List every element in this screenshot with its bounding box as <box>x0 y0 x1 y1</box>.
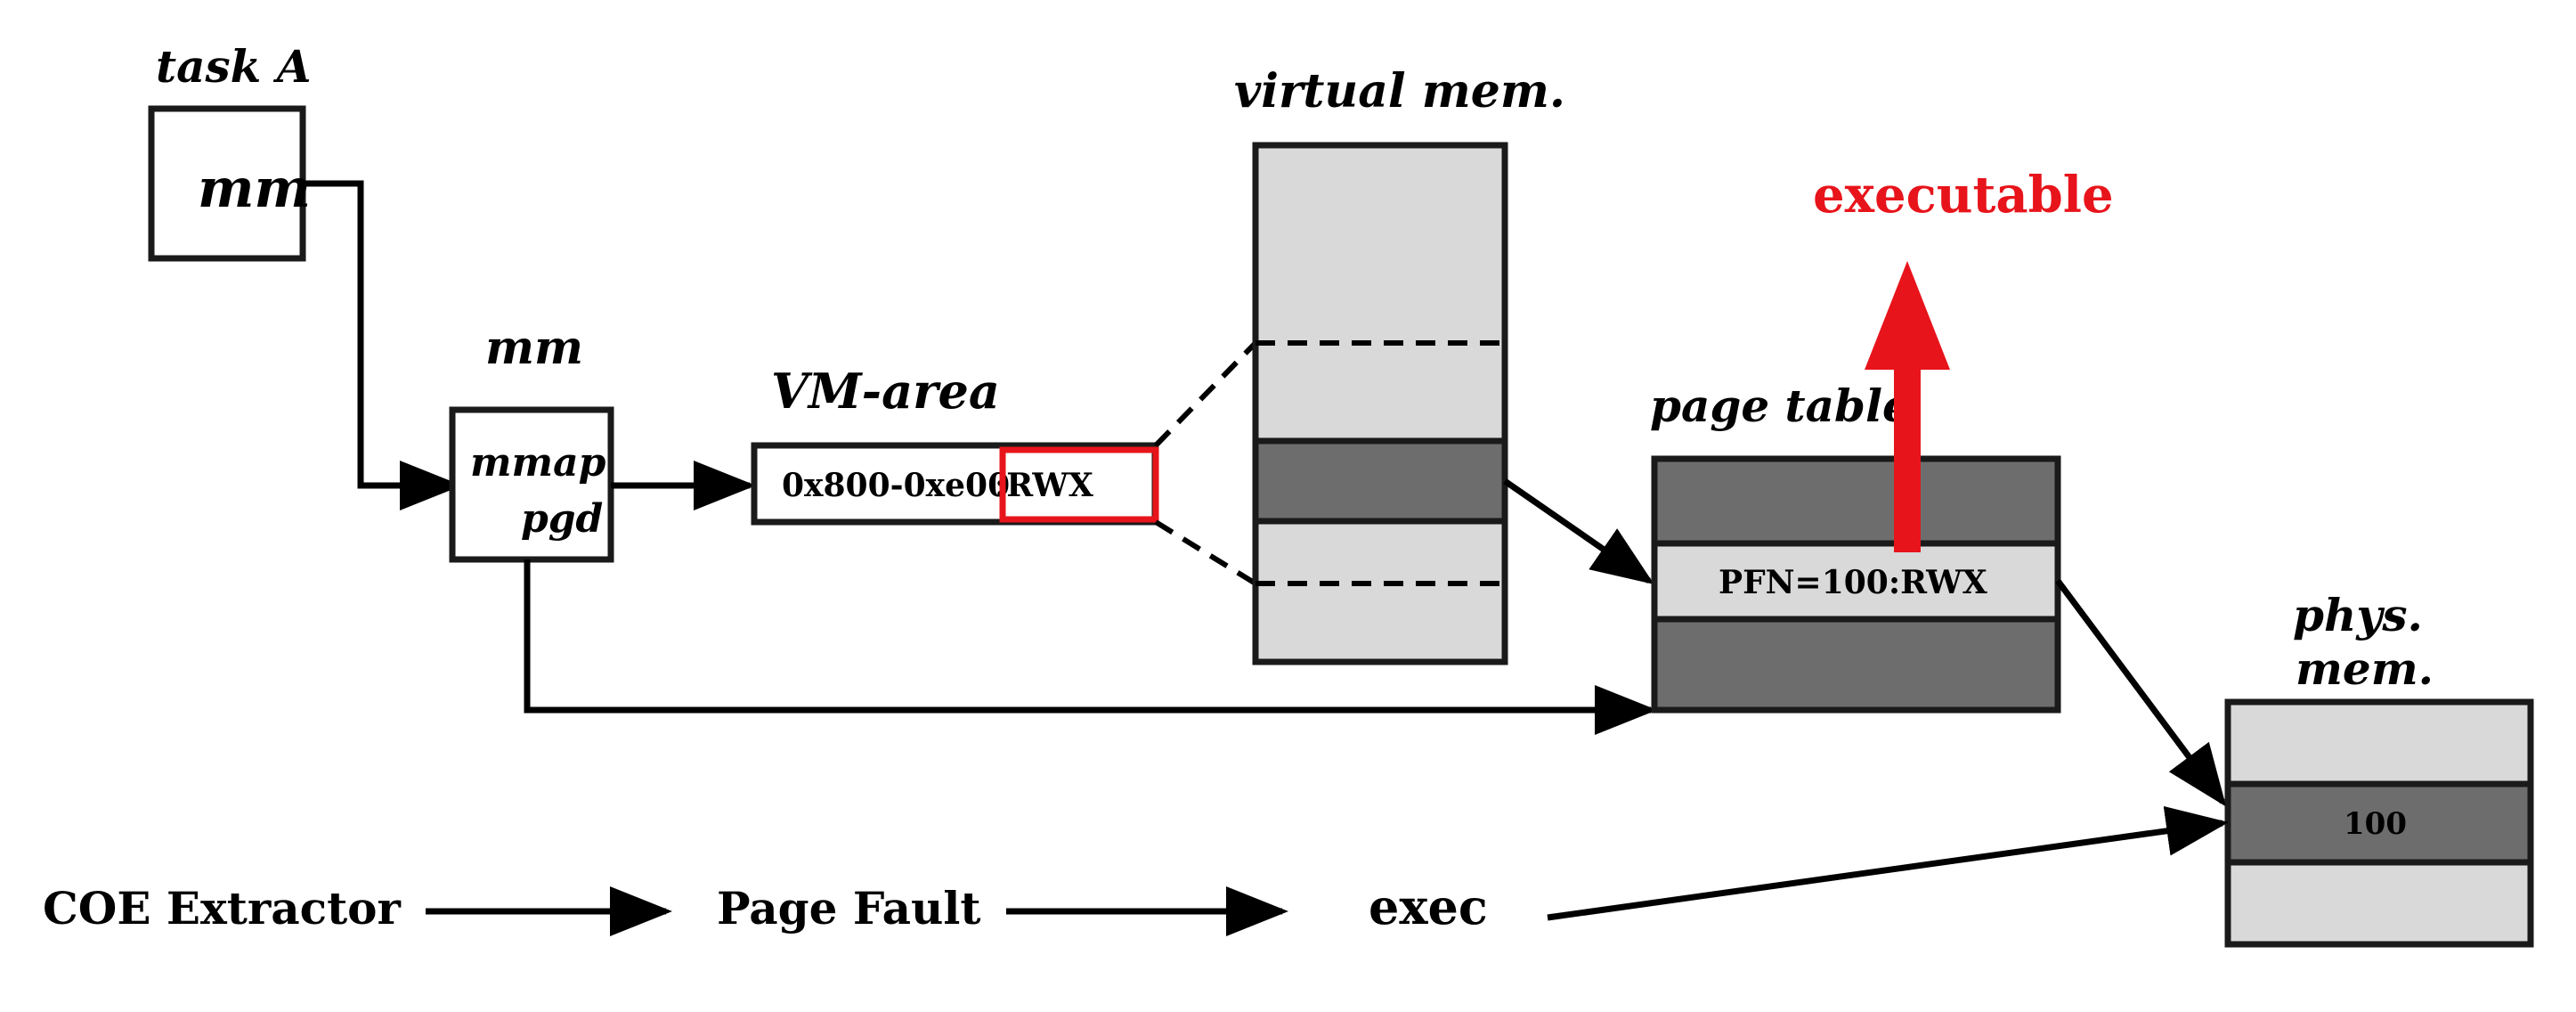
executable-arrow-head <box>1865 261 1950 370</box>
task-to-mm-connector <box>303 180 462 510</box>
mm-pgd-field: pgd <box>521 496 603 542</box>
virtual-mem-label: virtual mem. <box>1234 64 1565 118</box>
pte-to-frame-arrow <box>2055 578 2227 807</box>
vm-area-box <box>751 442 1158 526</box>
mm-struct-label: mm <box>485 321 583 375</box>
pgd-to-pagetable-arrow <box>524 559 1657 735</box>
zoom-line-top <box>1153 340 1258 448</box>
mm-struct-box <box>449 406 614 563</box>
vm-area-permission: :RWX <box>995 467 1093 504</box>
page-table-entry-text: PFN=100:RWX <box>1719 564 1987 601</box>
zoom-line-bottom <box>1154 519 1257 586</box>
vpage-to-pte-arrow <box>1503 478 1654 584</box>
task-a-box <box>148 105 306 262</box>
virtual-mem-block <box>1252 142 1508 665</box>
executable-label: executable <box>1813 166 2114 224</box>
virtual-mem-mapped-page <box>1252 437 1508 525</box>
mm-mmap-field: mmap <box>470 440 606 486</box>
vm-area-label: VM-area <box>771 363 1000 420</box>
exec-to-frame-arrow <box>1547 805 2229 921</box>
task-a-label: task A <box>156 40 312 93</box>
page-table-entry <box>1651 540 2061 623</box>
task-a-mm-field: mm <box>198 158 311 220</box>
flow-page-fault: Page Fault <box>717 882 980 934</box>
phys-mem-frame-number: 100 <box>2344 806 2407 842</box>
vm-area-permission-highlight <box>999 446 1159 523</box>
phys-mem-label-line2: mem. <box>2296 642 2434 695</box>
phys-mem-label-line1: phys. <box>2293 589 2423 641</box>
vm-area-range: 0x800-0xe00 <box>782 467 1010 504</box>
flow-coe-extractor: COE Extractor <box>43 882 402 934</box>
flow-exec: exec <box>1369 878 1488 935</box>
page-table-label: page table <box>1650 380 1911 432</box>
